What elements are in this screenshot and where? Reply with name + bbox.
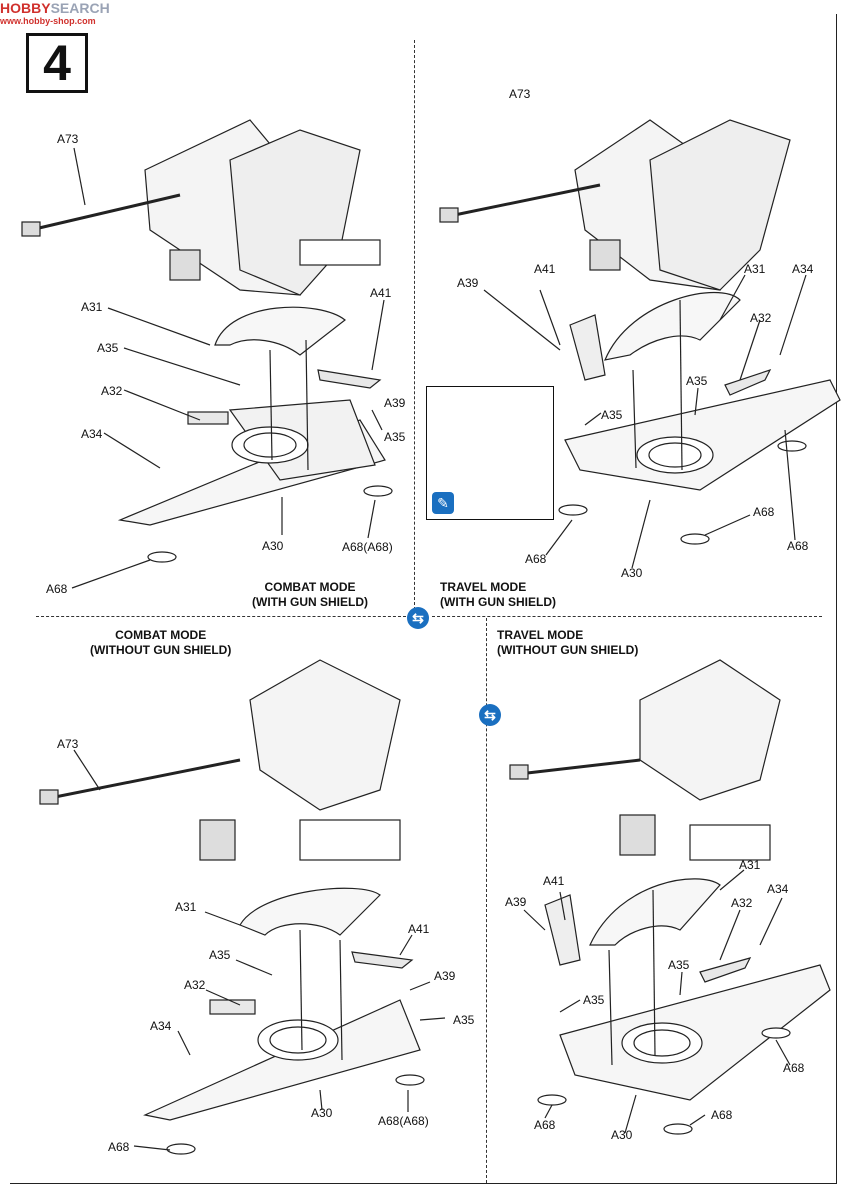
part-label: A68 xyxy=(711,1108,733,1122)
part-a30-tr xyxy=(564,379,841,491)
part-label: A34 xyxy=(792,262,814,276)
part-label: A39 xyxy=(434,969,456,983)
divider-bottom xyxy=(486,618,487,1183)
part-label: A68 xyxy=(46,582,68,596)
part-label: A73 xyxy=(57,132,79,146)
part-label: A34 xyxy=(81,427,103,441)
gun-assembly-travel-noshield xyxy=(509,659,781,861)
part-label: A31 xyxy=(81,300,103,314)
part-label: A35 xyxy=(209,948,231,962)
mode-title-tl: COMBAT MODE(WITH GUN SHIELD) xyxy=(252,580,368,609)
part-label: A34 xyxy=(150,1019,172,1033)
part-label: A35 xyxy=(384,430,406,444)
part-label: A32 xyxy=(101,384,123,398)
mode-switch-icon: ⇆ xyxy=(407,607,429,629)
detail-inset xyxy=(426,386,554,520)
part-label: A39 xyxy=(384,396,406,410)
watermark: HOBBYSEARCH xyxy=(0,0,110,16)
divider-left xyxy=(36,616,406,617)
part-a31-tr xyxy=(604,292,741,361)
part-label: A73 xyxy=(57,737,79,751)
gun-assembly-combat-noshield xyxy=(39,659,401,861)
part-label: A30 xyxy=(621,566,643,580)
step-number: 4 xyxy=(26,33,88,93)
part-label: A30 xyxy=(262,539,284,553)
part-label: A39 xyxy=(457,276,479,290)
mode-switch-icon: ⇆ xyxy=(479,704,501,726)
part-label: A35 xyxy=(97,341,119,355)
gun-assembly-travel-shield xyxy=(439,119,791,291)
part-label: A32 xyxy=(731,896,753,910)
part-label: A68(A68) xyxy=(378,1114,429,1128)
divider-top xyxy=(414,40,415,615)
part-label: A41 xyxy=(543,874,565,888)
part-label: A30 xyxy=(611,1128,633,1142)
part-a31-br xyxy=(589,878,721,946)
part-a30-bl xyxy=(143,999,421,1121)
part-label: A35 xyxy=(686,374,708,388)
part-a31-bl xyxy=(239,887,381,936)
part-label: A35 xyxy=(601,408,623,422)
glue-icon: ✎ xyxy=(432,492,454,514)
part-label: A31 xyxy=(744,262,766,276)
mode-title-tr: TRAVEL MODE(WITH GUN SHIELD) xyxy=(440,580,556,609)
frame-bottom-border xyxy=(10,1183,836,1184)
watermark-url: www.hobby-shop.com xyxy=(0,16,96,26)
mode-title-br: TRAVEL MODE(WITHOUT GUN SHIELD) xyxy=(497,628,639,657)
part-label: A68(A68) xyxy=(342,540,393,554)
part-label: A30 xyxy=(311,1106,333,1120)
frame-right-border xyxy=(836,14,837,1184)
mode-title-bl: COMBAT MODE(WITHOUT GUN SHIELD) xyxy=(90,628,232,657)
part-label: A31 xyxy=(175,900,197,914)
part-label: A41 xyxy=(408,922,430,936)
part-label: A31 xyxy=(739,858,761,872)
part-label: A68 xyxy=(534,1118,556,1132)
part-label: A35 xyxy=(668,958,690,972)
part-label: A32 xyxy=(750,311,772,325)
gun-assembly-combat-shield xyxy=(21,119,381,296)
part-label: A68 xyxy=(783,1061,805,1075)
part-label: A68 xyxy=(753,505,775,519)
part-label: A41 xyxy=(534,262,556,276)
part-label: A41 xyxy=(370,286,392,300)
part-label: A73 xyxy=(509,87,531,101)
part-label: A32 xyxy=(184,978,206,992)
part-label: A35 xyxy=(453,1013,475,1027)
part-label: A68 xyxy=(108,1140,130,1154)
part-label: A34 xyxy=(767,882,789,896)
part-label: A68 xyxy=(525,552,547,566)
part-label: A35 xyxy=(583,993,605,1007)
divider-right xyxy=(432,616,822,617)
part-label: A68 xyxy=(787,539,809,553)
part-a31-tl xyxy=(214,306,346,356)
part-label: A39 xyxy=(505,895,527,909)
